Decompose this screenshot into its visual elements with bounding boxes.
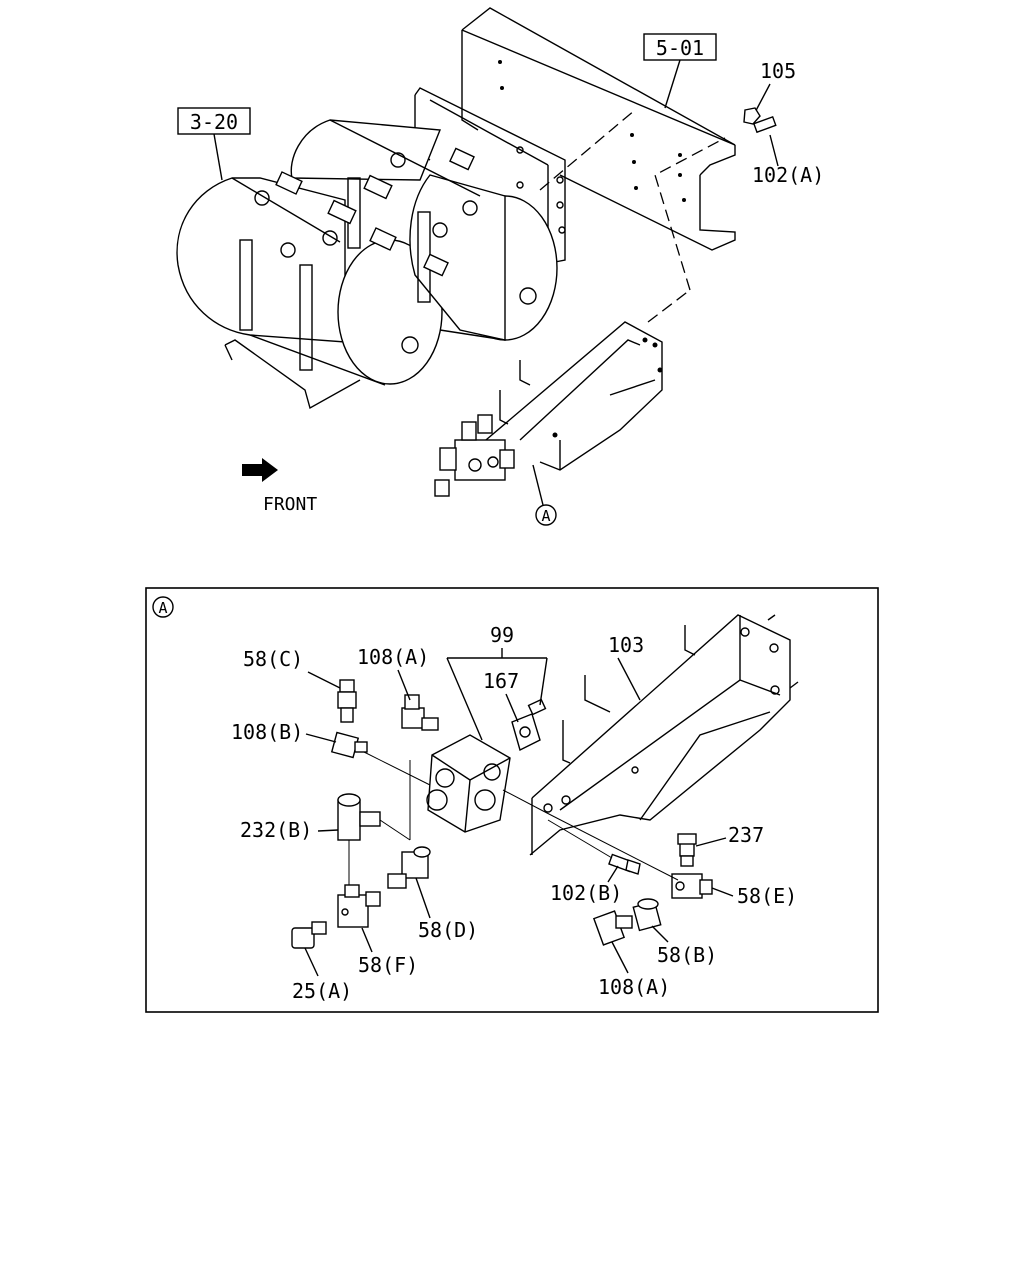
air-tank-right [290, 119, 558, 341]
fitting-108a-top [401, 694, 439, 731]
fitting-108a-bottom [592, 910, 633, 946]
part-label-108a-top: 108(A) [357, 645, 429, 669]
part-label-58e: 58(E) [737, 884, 797, 908]
detail-marker-circle [535, 504, 557, 526]
part-label-99: 99 [490, 623, 514, 647]
valve-bracket-overview [479, 321, 663, 471]
fitting-108b [330, 731, 368, 759]
valve-99 [426, 734, 511, 833]
part-label-232b: 232(B) [240, 818, 312, 842]
part-label-108b: 108(B) [231, 720, 303, 744]
overview-illustration: 5-01 3-20 105 102(A) A FRONT [176, 7, 824, 526]
part-label-167: 167 [483, 669, 519, 693]
part-label-25a: 25(A) [292, 979, 352, 1003]
detail-panel-marker: A [158, 599, 167, 617]
fitting-58e [671, 873, 713, 899]
part-label-108a-bottom: 108(A) [598, 975, 670, 999]
detail-marker-a[interactable]: A [541, 507, 550, 525]
air-tank-left [176, 177, 443, 386]
switch-25a [291, 921, 327, 949]
tank-fittings [275, 147, 475, 277]
part-167 [511, 698, 547, 752]
fitting-58c [337, 679, 357, 723]
fitting-237 [677, 833, 697, 867]
bracket-103 [529, 614, 799, 856]
part-label-105: 105 [760, 59, 796, 83]
part-label-58b: 58(B) [657, 943, 717, 967]
part-label-58d: 58(D) [418, 918, 478, 942]
front-label: FRONT [263, 494, 317, 515]
fitting-58d [387, 846, 431, 889]
part-label-102b: 102(B) [550, 881, 622, 905]
part-label-103: 103 [608, 633, 644, 657]
part-label-237: 237 [728, 823, 764, 847]
detail-a-panel: A [145, 587, 879, 1013]
front-arrow-icon [242, 458, 278, 482]
fitting-58f [337, 884, 381, 928]
part-label-102a: 102(A) [752, 163, 824, 187]
fitting-232b [337, 793, 381, 841]
part-label-58f: 58(F) [358, 953, 418, 977]
bolt-102b [608, 853, 641, 875]
ref-label-3-20[interactable]: 3-20 [190, 110, 238, 134]
fitting-58b [632, 898, 662, 932]
ref-label-5-01[interactable]: 5-01 [656, 36, 704, 60]
valve-assembly-overview [434, 414, 515, 497]
frame-rail [461, 7, 736, 251]
part-label-58c: 58(C) [243, 647, 303, 671]
